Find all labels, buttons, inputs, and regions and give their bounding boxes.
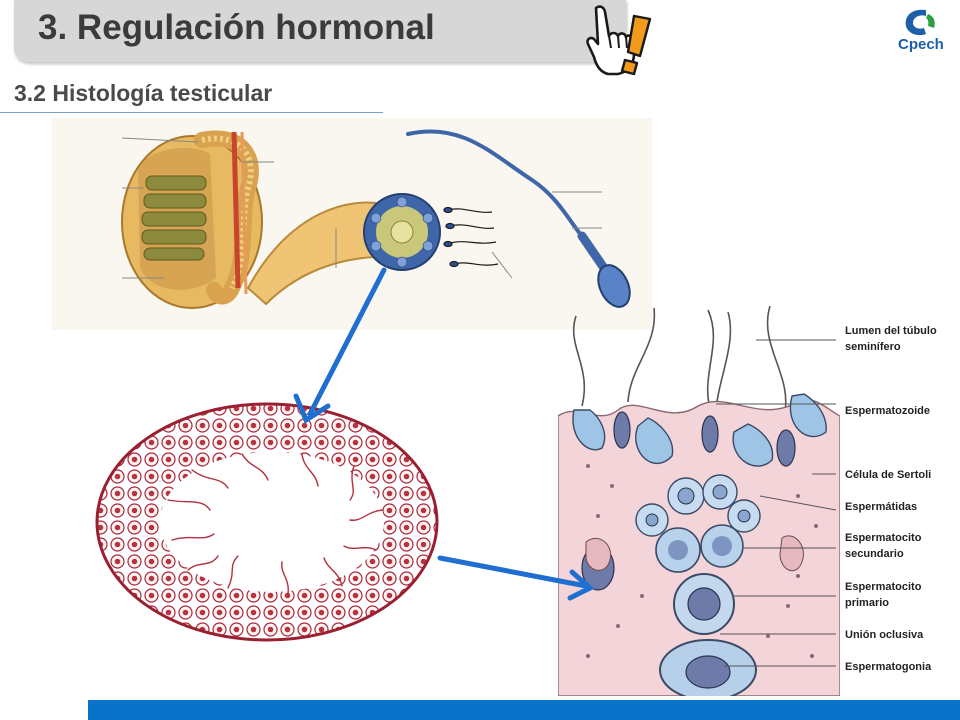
label-union-oclusiva: Unión oclusiva bbox=[845, 629, 924, 641]
label-lumen: Lumen del túbulo seminífero bbox=[845, 325, 937, 353]
section-subtitle: 3.2 Histología testicular bbox=[14, 80, 273, 106]
label-celula-sertoli: Célula de Sertoli bbox=[845, 469, 932, 481]
exclamation-icon bbox=[620, 14, 652, 76]
seminiferous-tubule-cross-section bbox=[95, 402, 439, 642]
label-espermatidas: Espermátidas bbox=[845, 501, 918, 513]
subtitle-divider bbox=[0, 112, 383, 113]
logo-text: Cpech bbox=[898, 36, 944, 53]
pointing-hand-icon bbox=[586, 5, 652, 76]
testicle-illustration bbox=[52, 118, 652, 330]
page-title: 3. Regulación hormonal bbox=[38, 8, 435, 47]
label-espermatozoide: Espermatozoide bbox=[845, 405, 930, 417]
spermatogenesis-cell-detail bbox=[558, 306, 840, 696]
title-bar bbox=[14, 0, 626, 62]
label-espermatocito-primario: Espermatocito primario bbox=[845, 581, 922, 609]
footer-bar bbox=[88, 700, 960, 720]
label-espermatocito-secundario: Espermatocito secundario bbox=[845, 532, 922, 560]
cpech-logo-icon bbox=[905, 9, 935, 36]
label-espermatogonia: Espermatogonia bbox=[845, 661, 932, 673]
